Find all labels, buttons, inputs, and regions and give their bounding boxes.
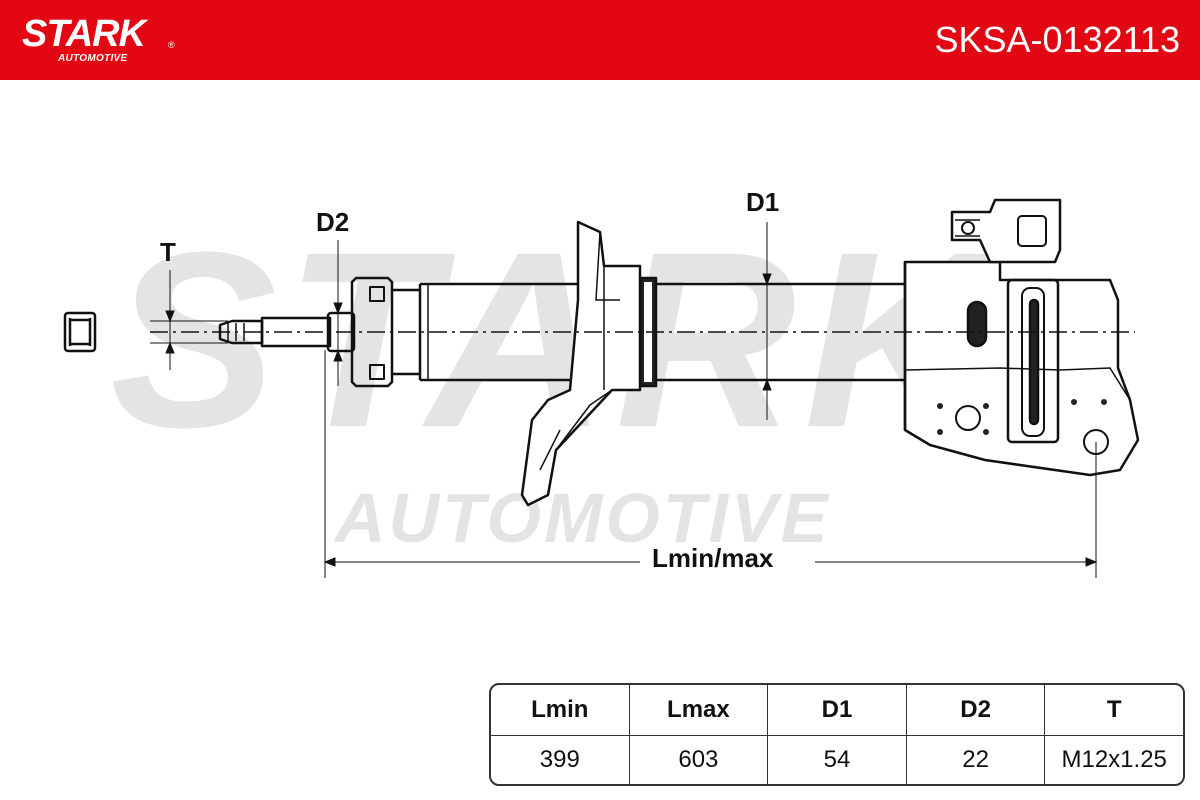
label-t: T <box>160 237 176 267</box>
value-d2: 22 <box>907 736 1046 784</box>
top-collar <box>350 276 422 388</box>
spring-seat <box>520 220 642 507</box>
header-d1: D1 <box>768 685 907 736</box>
registered-icon: ® <box>168 40 175 50</box>
part-number: SKSA-0132113 <box>934 19 1180 60</box>
header-d2: D2 <box>906 685 1046 736</box>
header-t: T <box>1045 685 1183 736</box>
spec-table: Lmin Lmax D1 D2 T 399 603 54 22 M12x1.25 <box>489 683 1185 786</box>
value-d1: 54 <box>768 736 907 784</box>
value-lmax: 603 <box>630 736 769 784</box>
label-d1: D1 <box>746 187 780 217</box>
brand-name: STARK <box>22 13 146 55</box>
label-length: Lmin/max <box>652 543 774 573</box>
watermark-subtitle: AUTOMOTIVE <box>335 479 831 557</box>
knuckle-bracket <box>903 198 1140 477</box>
nut-icon <box>63 311 97 353</box>
value-lmin: 399 <box>491 736 630 784</box>
value-t: M12x1.25 <box>1061 746 1167 773</box>
header-lmin: Lmin <box>491 685 630 736</box>
brand-subtitle: AUTOMOTIVE <box>58 53 128 64</box>
header-lmax: Lmax <box>629 685 769 736</box>
label-d2: D2 <box>316 207 350 237</box>
spec-value-row: 399 603 54 22 M12x1.25 <box>491 736 1183 784</box>
brand-logo: STARK ® AUTOMOTIVE <box>22 12 192 68</box>
spec-header-row: Lmin Lmax D1 D2 T <box>491 685 1183 736</box>
header-bar: STARK ® AUTOMOTIVE SKSA-0132113 <box>0 0 1200 80</box>
